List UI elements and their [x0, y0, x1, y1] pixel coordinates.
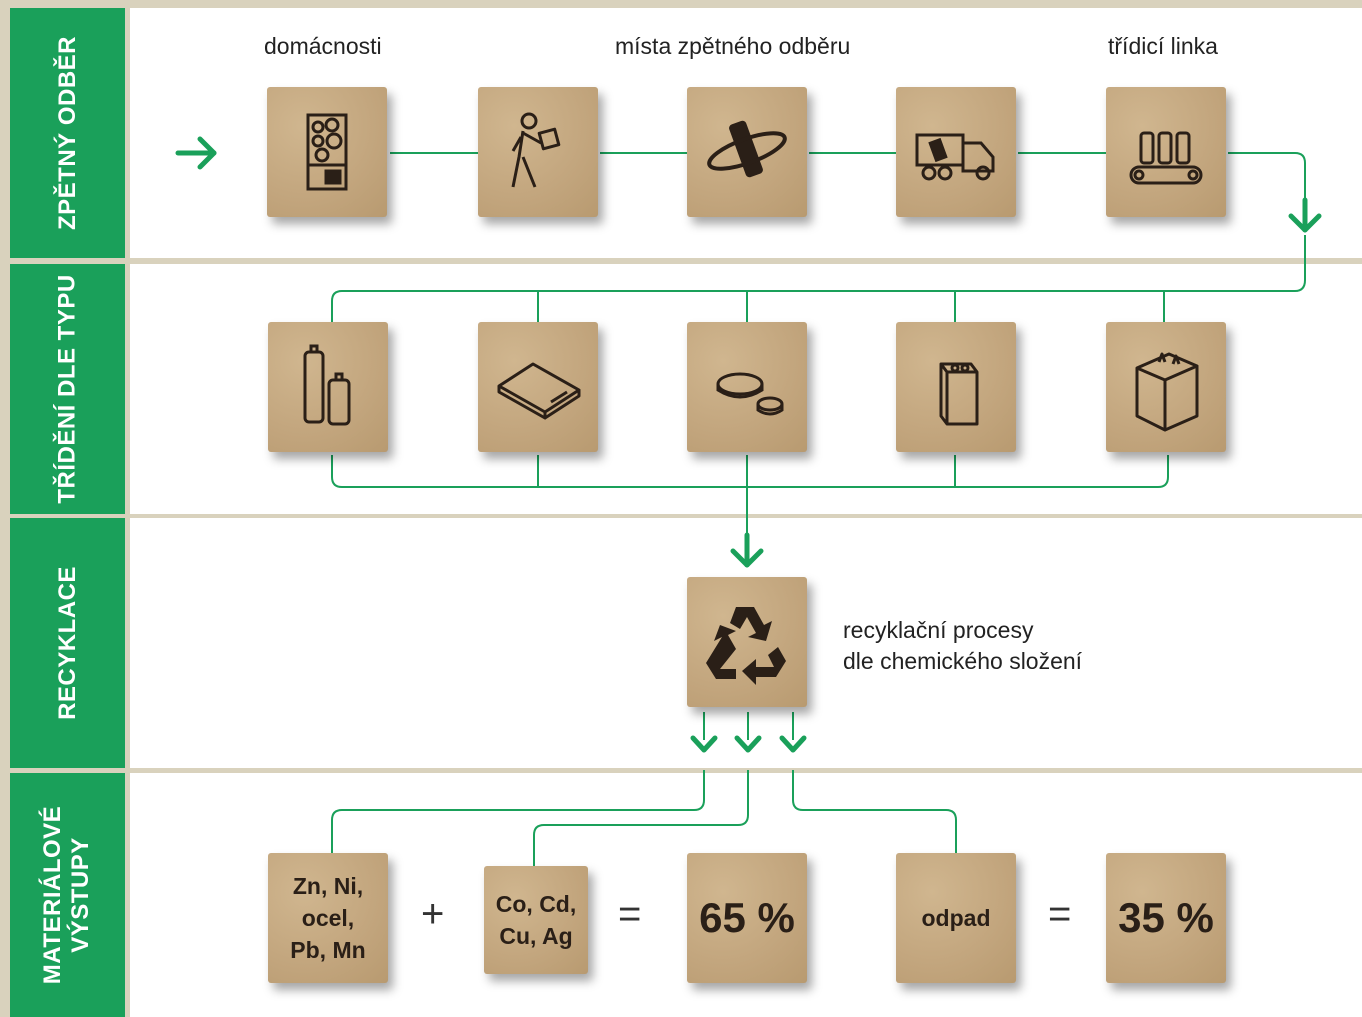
tile-metals-a: Zn, Ni, ocel, Pb, Mn: [268, 853, 388, 983]
arrow-heads: [175, 136, 1322, 753]
band-sorting: TŘÍDĚNÍ DLE TYPU: [10, 264, 125, 514]
delivery-truck-icon: [915, 133, 995, 181]
metals-a-text: Zn, Ni, ocel, Pb, Mn: [290, 873, 366, 963]
button-cell-batteries-icon: [716, 372, 784, 416]
tile-households: [267, 87, 387, 217]
tile-battery-orbit: [687, 87, 807, 217]
plus-operator: +: [421, 892, 445, 936]
tile-button-cells: [687, 322, 807, 452]
waste-label: odpad: [921, 905, 991, 931]
conveyor-belt-batteries-icon: [1129, 131, 1203, 185]
recycling-text-line-1: recyklační procesy: [843, 617, 1034, 643]
recycle-icon: [706, 607, 786, 685]
tile-truck: [896, 87, 1016, 217]
tile-waste-percent: 35 %: [1106, 853, 1226, 983]
tile-metals-b: Co, Cd, Cu, Ag: [484, 866, 588, 974]
tile-courier: [478, 87, 598, 217]
metals-b-text: Co, Cd, Cu, Ag: [495, 891, 577, 949]
tile-cylindrical-batteries: [268, 322, 388, 452]
equals-operator-1: =: [618, 892, 642, 936]
label-sorting-line: třídicí linka: [1108, 33, 1218, 59]
label-households: domácnosti: [264, 33, 382, 59]
tile-flat-battery-pack: [478, 322, 598, 452]
courier-carrying-package-icon: [511, 112, 561, 188]
tile-waste: odpad: [896, 853, 1016, 983]
tile-lantern-battery: [1106, 322, 1226, 452]
waste-percent: 35 %: [1118, 894, 1214, 941]
band-collection: ZPĚTNÝ ODBĚR: [10, 8, 125, 258]
tile-recycling: [687, 577, 807, 707]
equals-operator-2: =: [1048, 892, 1072, 936]
flat-battery-pack-icon: [497, 362, 581, 420]
collection-box-icon: [306, 113, 348, 191]
label-collection-points: místa zpětného odběru: [615, 33, 851, 59]
recycling-text-line-2: dle chemického složení: [843, 648, 1083, 674]
band-recycling: RECYKLACE: [10, 518, 125, 768]
tile-conveyor: [1106, 87, 1226, 217]
cylindrical-batteries-icon: [303, 344, 351, 426]
band-outputs: MATERIÁLOVÉ VÝSTUPY: [10, 773, 125, 1017]
9v-battery-icon: [939, 362, 979, 426]
tile-9v-battery: [896, 322, 1016, 452]
battery-orbit-icon: [707, 120, 787, 178]
tile-recycled-percent: 65 %: [687, 853, 807, 983]
recycled-percent: 65 %: [699, 894, 795, 941]
lantern-battery-icon: [1135, 352, 1199, 432]
